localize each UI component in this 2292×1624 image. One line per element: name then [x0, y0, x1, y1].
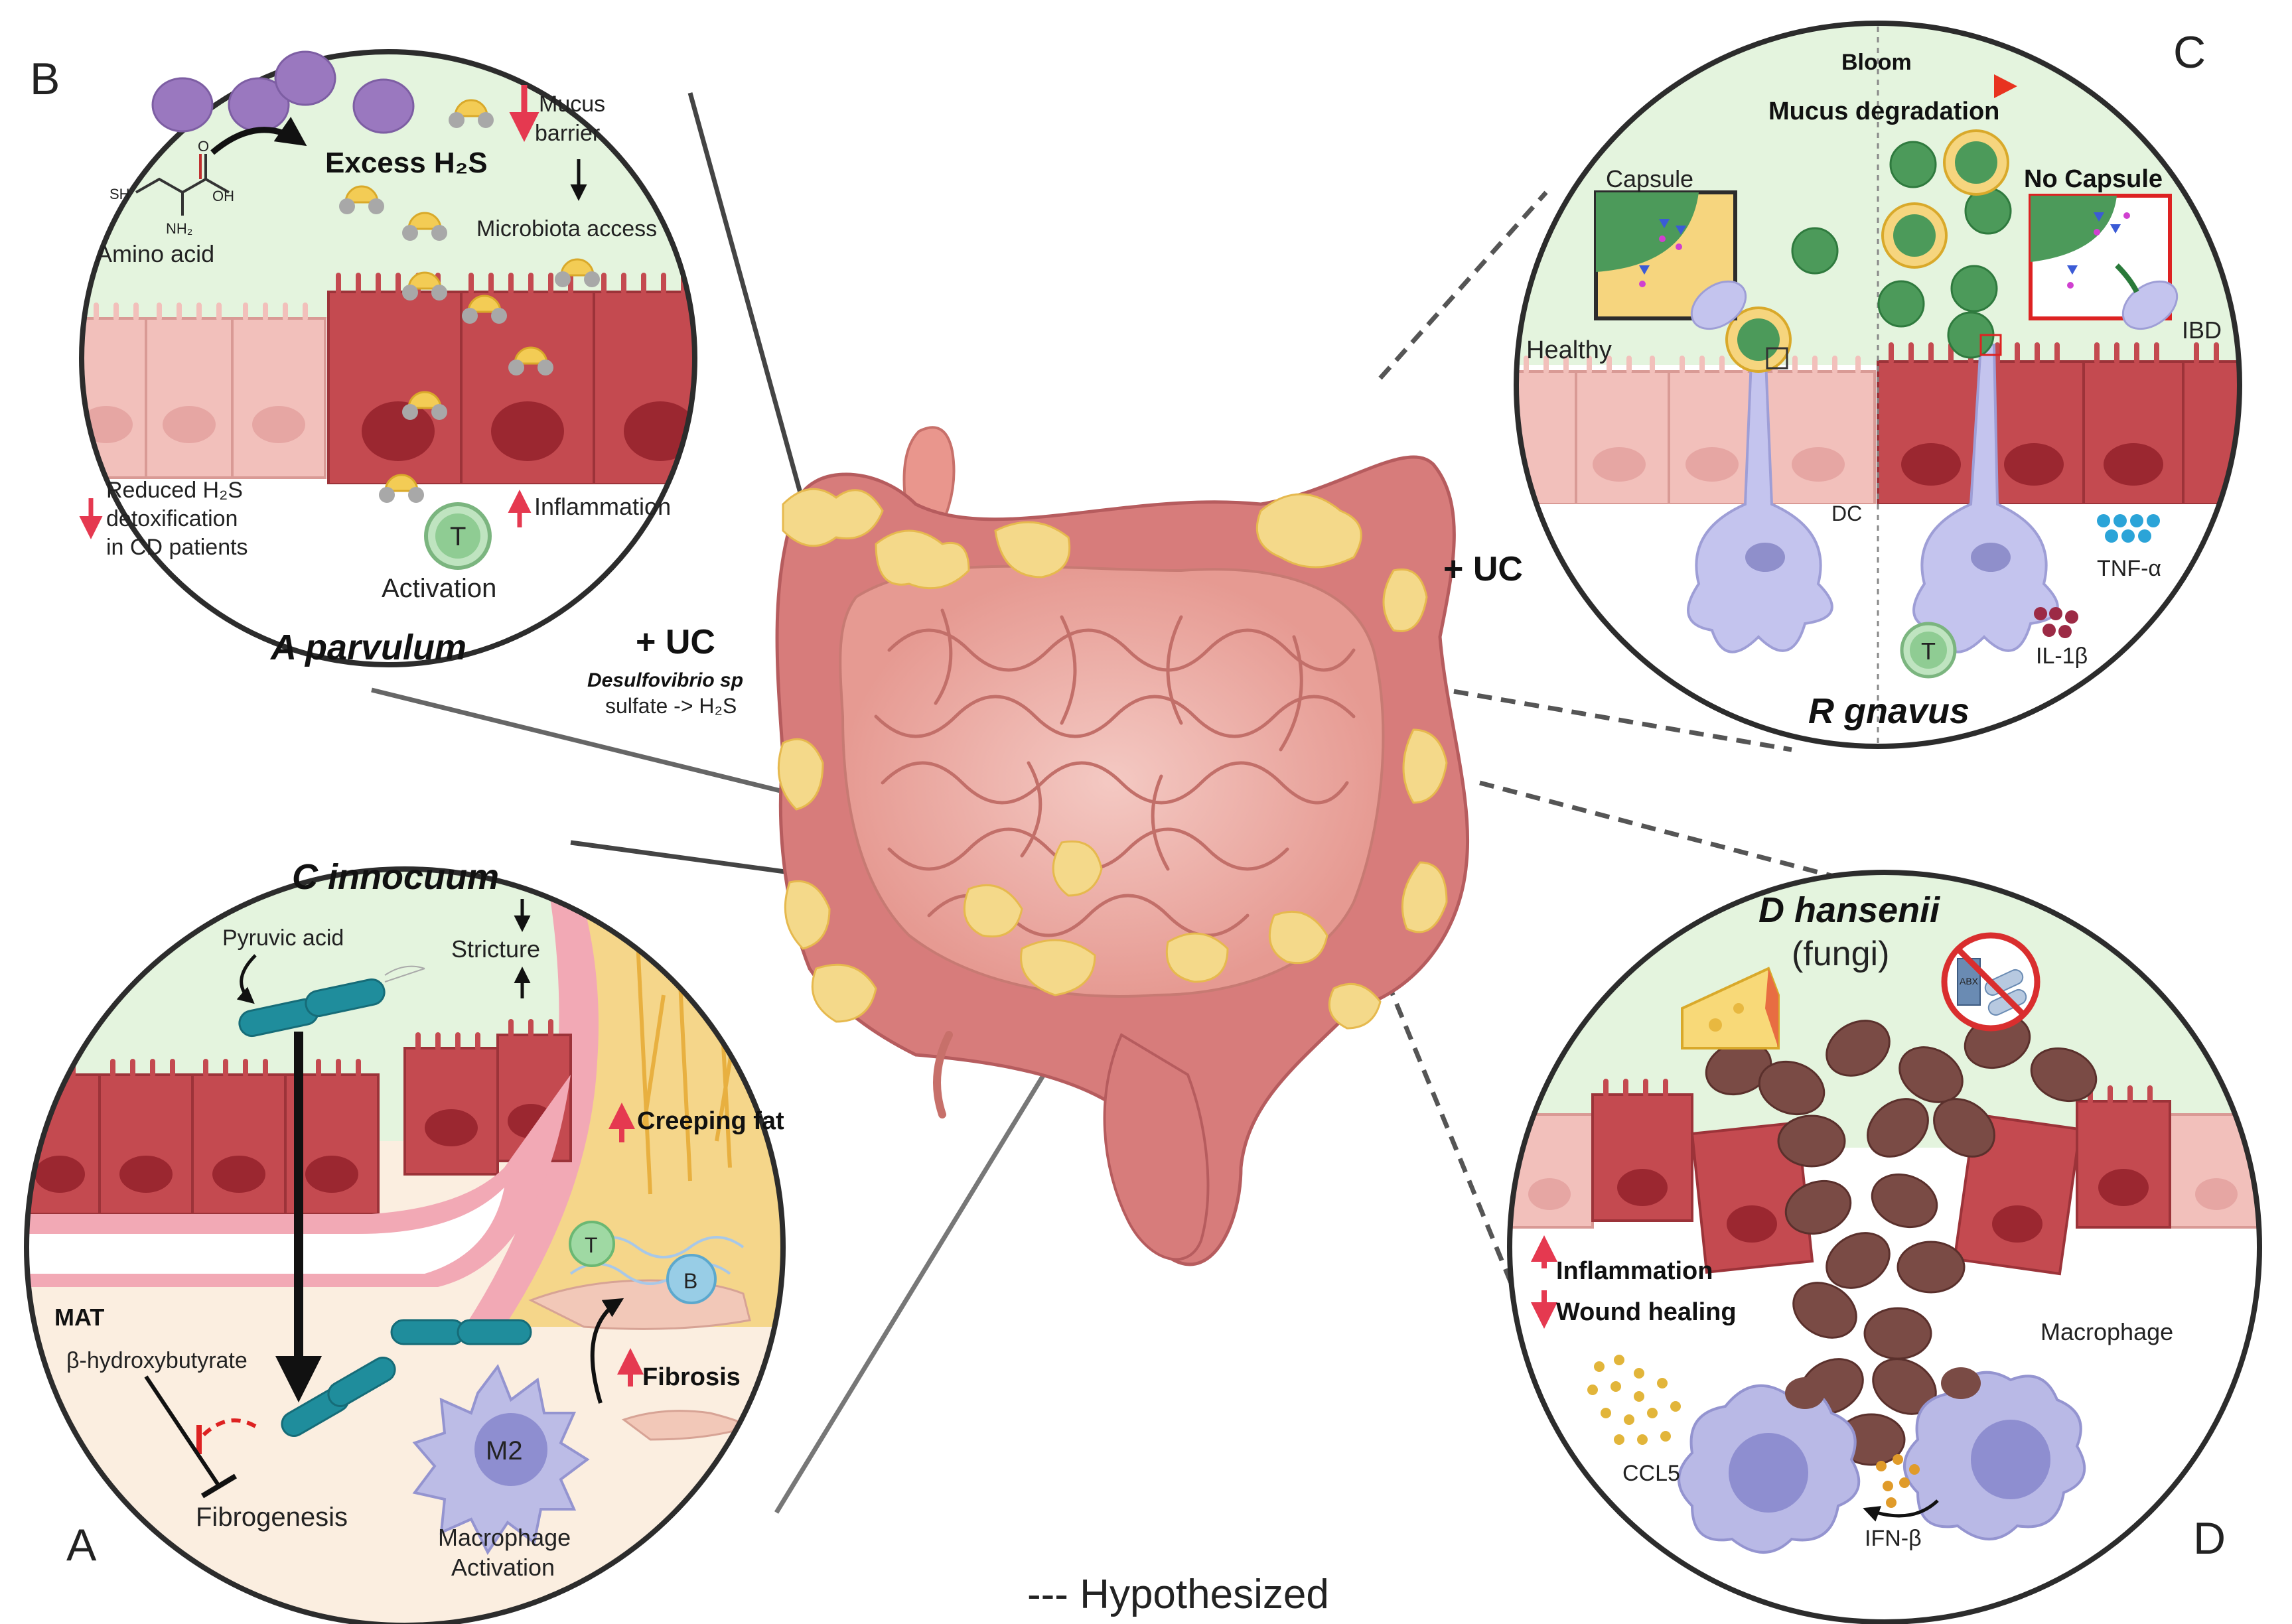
r-gnavus-bacteria-icons	[1725, 129, 2078, 373]
bhb-label: β-hydroxybutyrate	[66, 1348, 248, 1373]
panel-letter-c: C	[2173, 27, 2206, 78]
curved-arrow-icon	[210, 117, 307, 155]
connector-c-upper	[1378, 190, 1548, 380]
mat-label: MAT	[54, 1304, 104, 1331]
no-capsule-label: No Capsule	[2024, 165, 2163, 193]
inflammation-label: Inflammation	[534, 493, 671, 520]
macrophage-label: Macrophage	[438, 1524, 571, 1551]
chem-oh-label: OH	[212, 188, 234, 204]
capsule-inset	[1594, 190, 1747, 330]
panel-d: D hansenii (fungi) ABX Inflammation Woun…	[1507, 870, 2262, 1624]
chem-sh-label: SH	[109, 186, 130, 202]
c-innocuum-mat-icon	[281, 1319, 532, 1437]
desulfovibrio-label: Desulfovibrio sp	[587, 669, 743, 691]
il1b-label: IL-1β	[2036, 643, 2088, 669]
cheese-icon	[1681, 967, 1780, 1049]
connector-d-upper	[1479, 780, 1832, 878]
excess-h2s-label: Excess H₂S	[325, 147, 488, 179]
healthy-label: Healthy	[1526, 336, 1612, 364]
panel-d-subtitle: (fungi)	[1792, 935, 1889, 973]
no-antibiotics-icon	[1941, 932, 2041, 1032]
connector-b-upper	[687, 92, 819, 551]
abx-label: ABX	[1960, 976, 1979, 986]
inhibition-line-icon	[144, 1375, 221, 1487]
panel-c-border	[1514, 21, 2242, 749]
curved-arrow-icon	[236, 954, 257, 1004]
connector-a-lower	[774, 1000, 1090, 1514]
no-capsule-inset	[2029, 194, 2179, 330]
sulfate-label: sulfate -> H₂S	[605, 694, 737, 718]
panel-letter-a: A	[66, 1520, 97, 1570]
panel-b: SH OH O NH₂ Excess H₂S Amino acid Mucus …	[79, 49, 697, 667]
ccl5-label: CCL5	[1622, 1461, 1680, 1486]
activation-label: Activation	[451, 1554, 555, 1581]
a-parvulum-bacteria-icon	[151, 50, 415, 134]
chem-o-label: O	[198, 138, 209, 155]
activation-label: Activation	[382, 574, 496, 603]
cd-patients-label: in CD patients	[106, 535, 248, 560]
b-cell-label: B	[683, 1269, 697, 1293]
panel-c: Bloom Mucus degradation	[1514, 21, 2242, 749]
fibrosis-label: Fibrosis	[642, 1363, 741, 1391]
panel-b-title: A parvulum	[269, 628, 466, 667]
wound-healing-label: Wound healing	[1556, 1298, 1737, 1326]
reduced-h2s-label: Reduced H₂S	[106, 478, 243, 503]
t-cell-label: T	[450, 522, 466, 551]
panel-letter-b: B	[30, 54, 60, 104]
stricture-label: Stricture	[451, 935, 540, 963]
uc-right-label: + UC	[1443, 550, 1523, 588]
panel-letter-d: D	[2193, 1513, 2226, 1564]
inhibition-dashed-icon	[197, 1418, 257, 1441]
c-innocuum-bacteria-icon	[238, 965, 425, 1038]
uc-left-label: + UC	[636, 623, 715, 661]
tnf-dots-icon	[2097, 514, 2160, 543]
h2s-molecule-icons	[339, 99, 600, 503]
panel-c-title: R gnavus	[1808, 691, 1970, 731]
barrier-label: barrier	[535, 121, 600, 146]
ifnb-label: IFN-β	[1865, 1526, 1922, 1551]
cysteine-structure-icon	[135, 154, 230, 216]
amino-acid-label: Amino acid	[96, 240, 214, 267]
detoxification-label: detoxification	[106, 506, 238, 531]
t-cell-label: T	[585, 1233, 598, 1257]
capsule-label: Capsule	[1606, 165, 1693, 192]
connector-c-lower	[1406, 681, 1792, 752]
panel-d-border	[1507, 870, 2262, 1624]
t-cell-label: T	[1921, 638, 1936, 665]
mucus-degradation-label: Mucus degradation	[1768, 98, 1999, 125]
b-cell-icon	[666, 1254, 717, 1304]
il1b-dots-icon	[2034, 607, 2078, 638]
panel-b-border	[79, 49, 697, 667]
pyruvic-label: Pyruvic acid	[222, 925, 344, 951]
bloom-label: Bloom	[1841, 50, 1912, 75]
panel-a-title: C innocuum	[292, 857, 499, 897]
m2-label: M2	[486, 1436, 523, 1465]
fibrosis-curved-arrow-icon	[590, 1298, 624, 1404]
inflammation-label: Inflammation	[1556, 1257, 1713, 1285]
creeping-fat-label: Creeping fat	[637, 1107, 784, 1135]
chem-nh2-label: NH₂	[166, 220, 192, 237]
microbiota-access-label: Microbiota access	[476, 216, 657, 241]
panel-a: C innocuum Stricture Pyruvic acid Creepi…	[24, 857, 786, 1624]
ifn-curved-arrow-icon	[1863, 1499, 1939, 1522]
panel-a-border	[24, 866, 786, 1624]
dc-label: DC	[1831, 502, 1862, 525]
panel-d-title: D hansenii	[1758, 890, 1940, 930]
mucus-label: Mucus	[539, 92, 605, 117]
hypothesized-legend: --- Hypothesized	[1027, 1572, 1329, 1617]
macrophage-label: Macrophage	[2041, 1318, 2173, 1345]
ibd-label: IBD	[2182, 316, 2222, 344]
t-cell-icon	[569, 1221, 615, 1267]
tnf-label: TNF-α	[2097, 556, 2161, 581]
intestine-illustration	[775, 426, 1470, 1266]
fibrogenesis-label: Fibrogenesis	[196, 1503, 348, 1532]
